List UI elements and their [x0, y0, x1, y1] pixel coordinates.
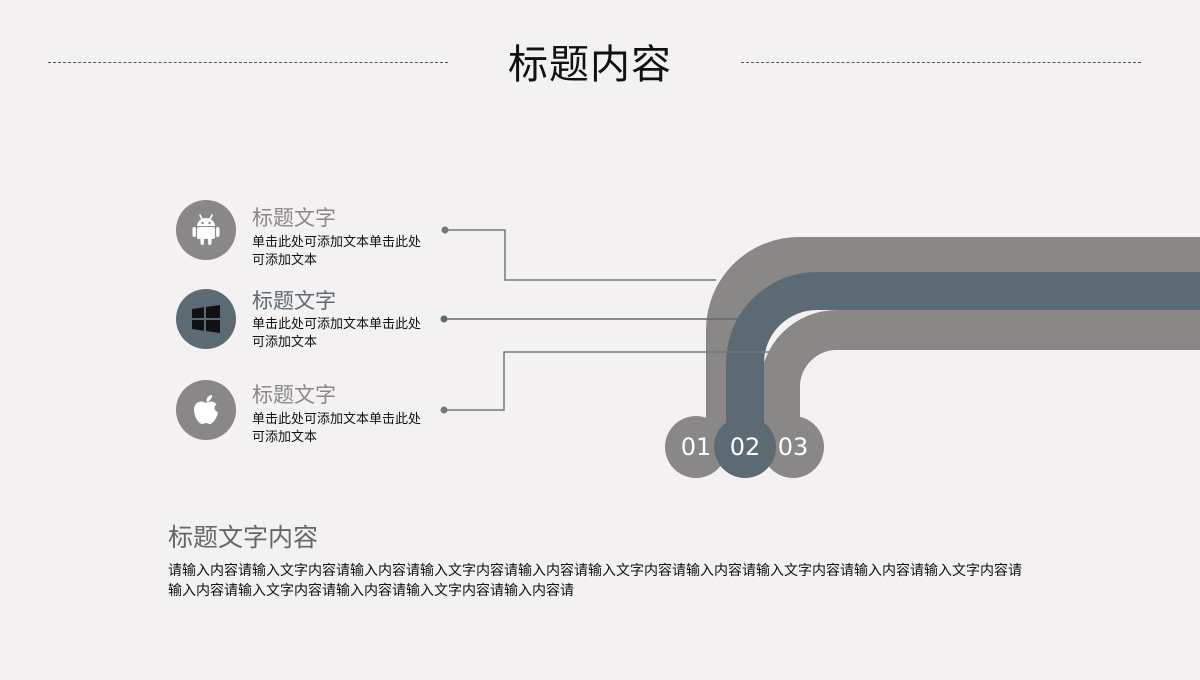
item-desc-1: 单击此处可添加文本单击此处可添加文本 [252, 235, 422, 268]
item-title-2: 标题文字 [252, 289, 336, 313]
page-title: 标题内容 [508, 42, 672, 88]
title-divider-left [48, 62, 448, 63]
android-icon [176, 200, 236, 260]
number-badge-2: 02 [714, 416, 776, 478]
connector-line-1 [445, 229, 716, 281]
item-desc-2: 单击此处可添加文本单击此处可添加文本 [252, 317, 422, 350]
pipe-outer-gray [706, 237, 1200, 445]
item-title-3: 标题文字 [252, 383, 336, 407]
item-desc-3: 单击此处可添加文本单击此处可添加文本 [252, 412, 422, 445]
connector-dot-3 [440, 406, 448, 414]
item-title-1: 标题文字 [252, 206, 336, 230]
apple-icon [176, 380, 236, 440]
connector-dot-1 [441, 226, 449, 234]
section-body: 请输入内容请输入文字内容请输入内容请输入文字内容请输入内容请输入文字内容请输入内… [168, 563, 1022, 599]
title-divider-right [741, 62, 1141, 63]
windows-icon [176, 289, 236, 349]
connector-dot-2 [440, 315, 448, 323]
section-title: 标题文字内容 [168, 523, 319, 552]
pipe-middle-slate [726, 272, 1200, 445]
connector-line-3 [444, 351, 770, 411]
pipe-inner-gray [760, 310, 1200, 445]
